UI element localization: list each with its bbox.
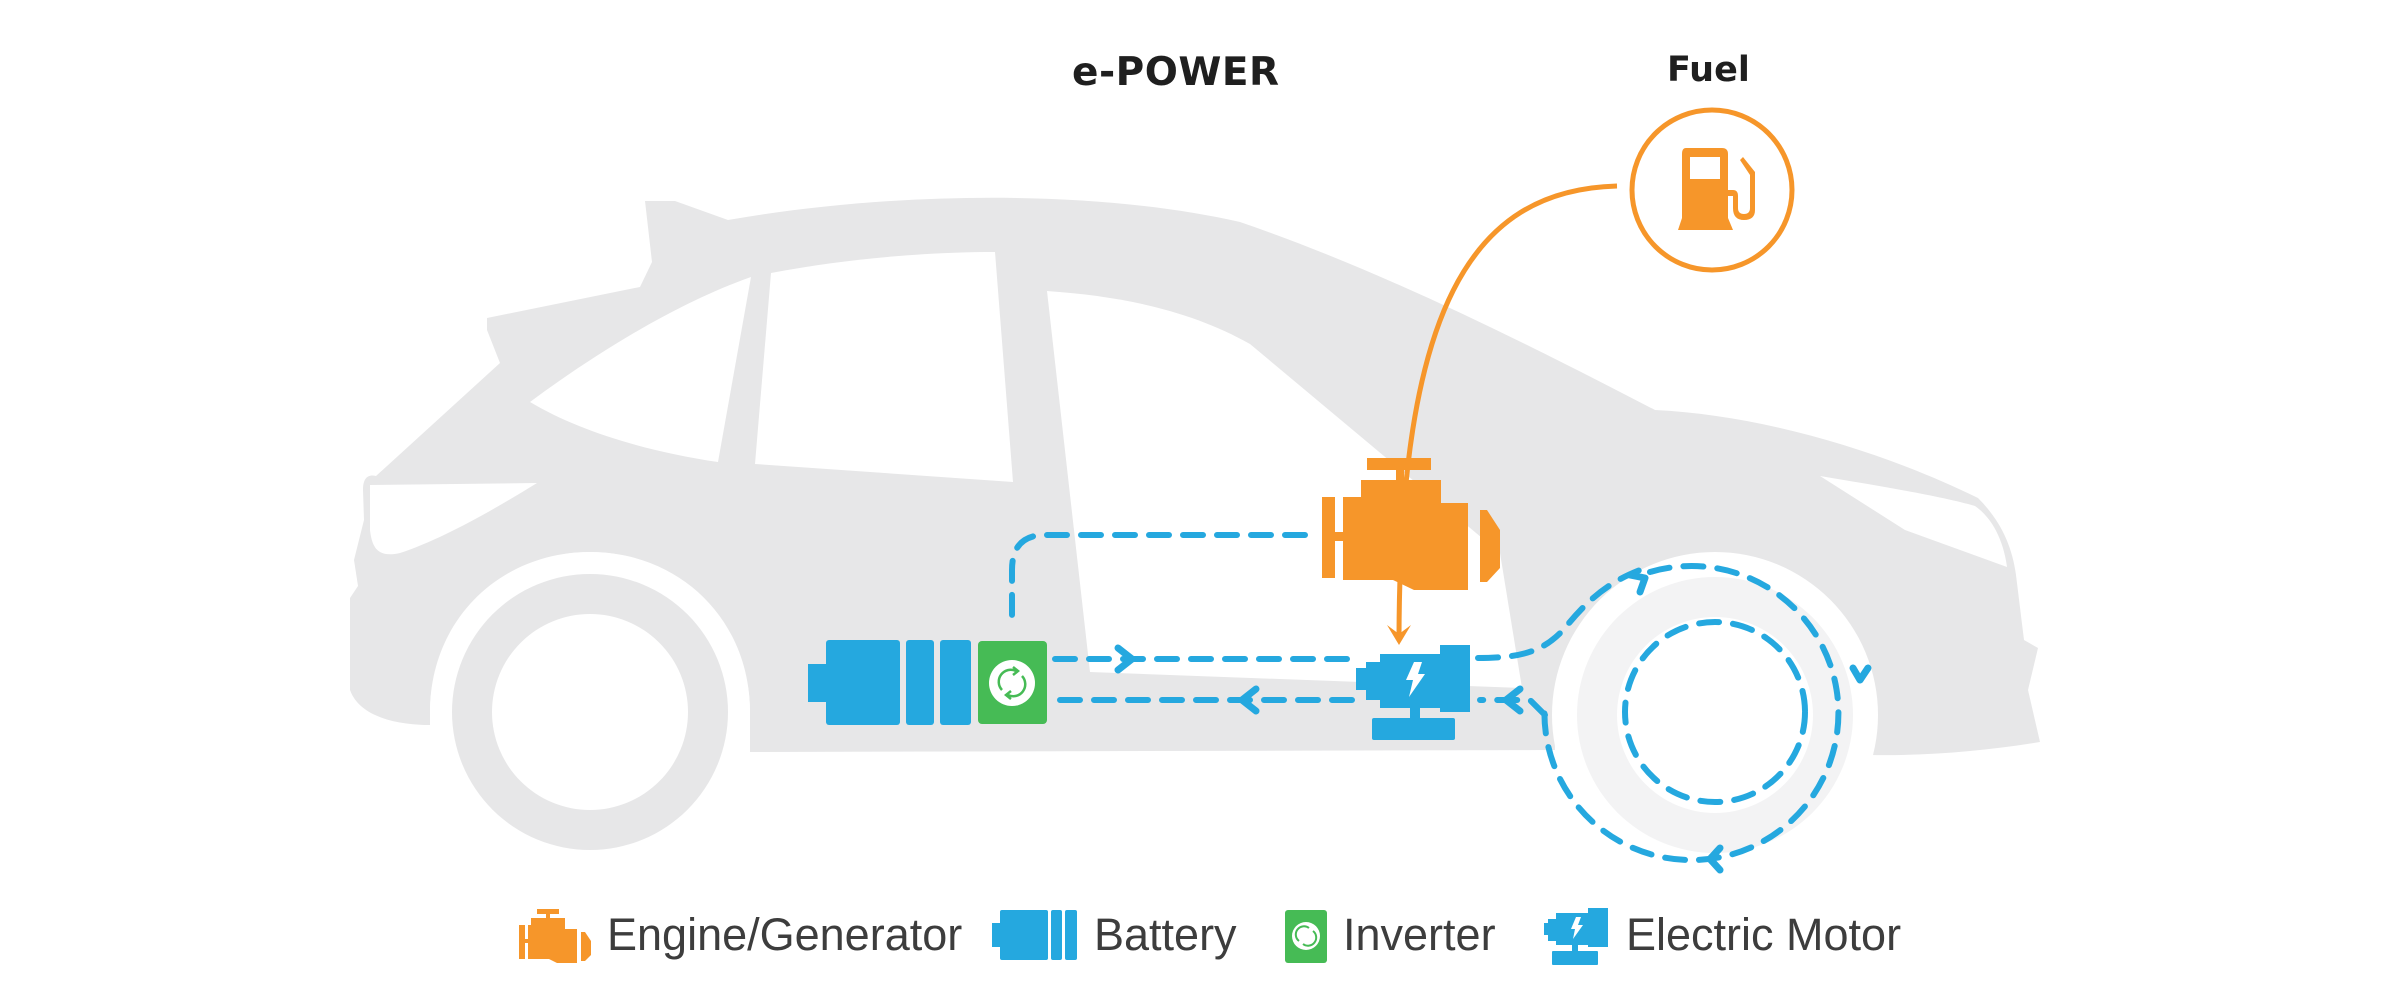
rear-door-window <box>755 252 1013 482</box>
legend: Engine/Generator Battery Inverter <box>0 900 2384 970</box>
legend-label: Engine/Generator <box>607 909 963 960</box>
legend-item-electric-motor: Electric Motor <box>1542 900 1901 970</box>
arrow-left-icon <box>1238 685 1260 715</box>
flow-arrowheads <box>1114 571 1872 874</box>
legend-label: Battery <box>1094 909 1237 960</box>
engine-icon <box>519 909 591 963</box>
wheel-inner-flow-loop <box>1622 619 1808 805</box>
engine-icon <box>1322 458 1500 590</box>
fuel-node <box>1629 107 1795 273</box>
inverter-icon <box>1285 910 1327 963</box>
flow-motor-to-wheel-top <box>1475 567 1643 661</box>
energy-flows <box>1009 532 1842 863</box>
headlight <box>1820 476 2007 567</box>
arrow-right-icon <box>1114 644 1136 674</box>
diagram-title: e-POWER <box>1072 50 1280 95</box>
fuel-pump-icon <box>1678 148 1755 230</box>
electric-motor-icon <box>1544 908 1608 965</box>
fuel-label: Fuel <box>1667 50 1750 90</box>
rear-window <box>530 277 751 462</box>
electric-motor-icon <box>1356 645 1470 740</box>
front-wheel-hub <box>1617 617 1813 813</box>
legend-item-battery: Battery <box>990 900 1237 970</box>
flow-wheel-to-motor <box>1477 697 1548 718</box>
car-silhouette <box>350 197 2040 878</box>
legend-item-inverter: Inverter <box>1283 900 1496 970</box>
battery-icon <box>808 640 971 725</box>
arrow-down-icon <box>1849 664 1872 684</box>
battery-icon <box>992 910 1077 960</box>
inverter-icon <box>978 641 1047 724</box>
arrow-left-icon <box>1706 844 1724 874</box>
wheel-outer-flow-loop <box>1541 563 1842 863</box>
rear-wheel-hub <box>492 614 688 810</box>
front-door-window <box>1047 291 1522 688</box>
arrow-left-icon <box>1502 685 1524 715</box>
fuel-flow-arrowhead <box>1387 625 1411 645</box>
taillight <box>370 483 537 555</box>
legend-item-engine: Engine/Generator <box>517 900 962 970</box>
legend-label: Electric Motor <box>1626 909 1902 960</box>
arrow-up-right-icon <box>1626 571 1649 596</box>
flow-engine-to-inverter <box>1009 532 1308 625</box>
legend-label: Inverter <box>1343 909 1496 960</box>
